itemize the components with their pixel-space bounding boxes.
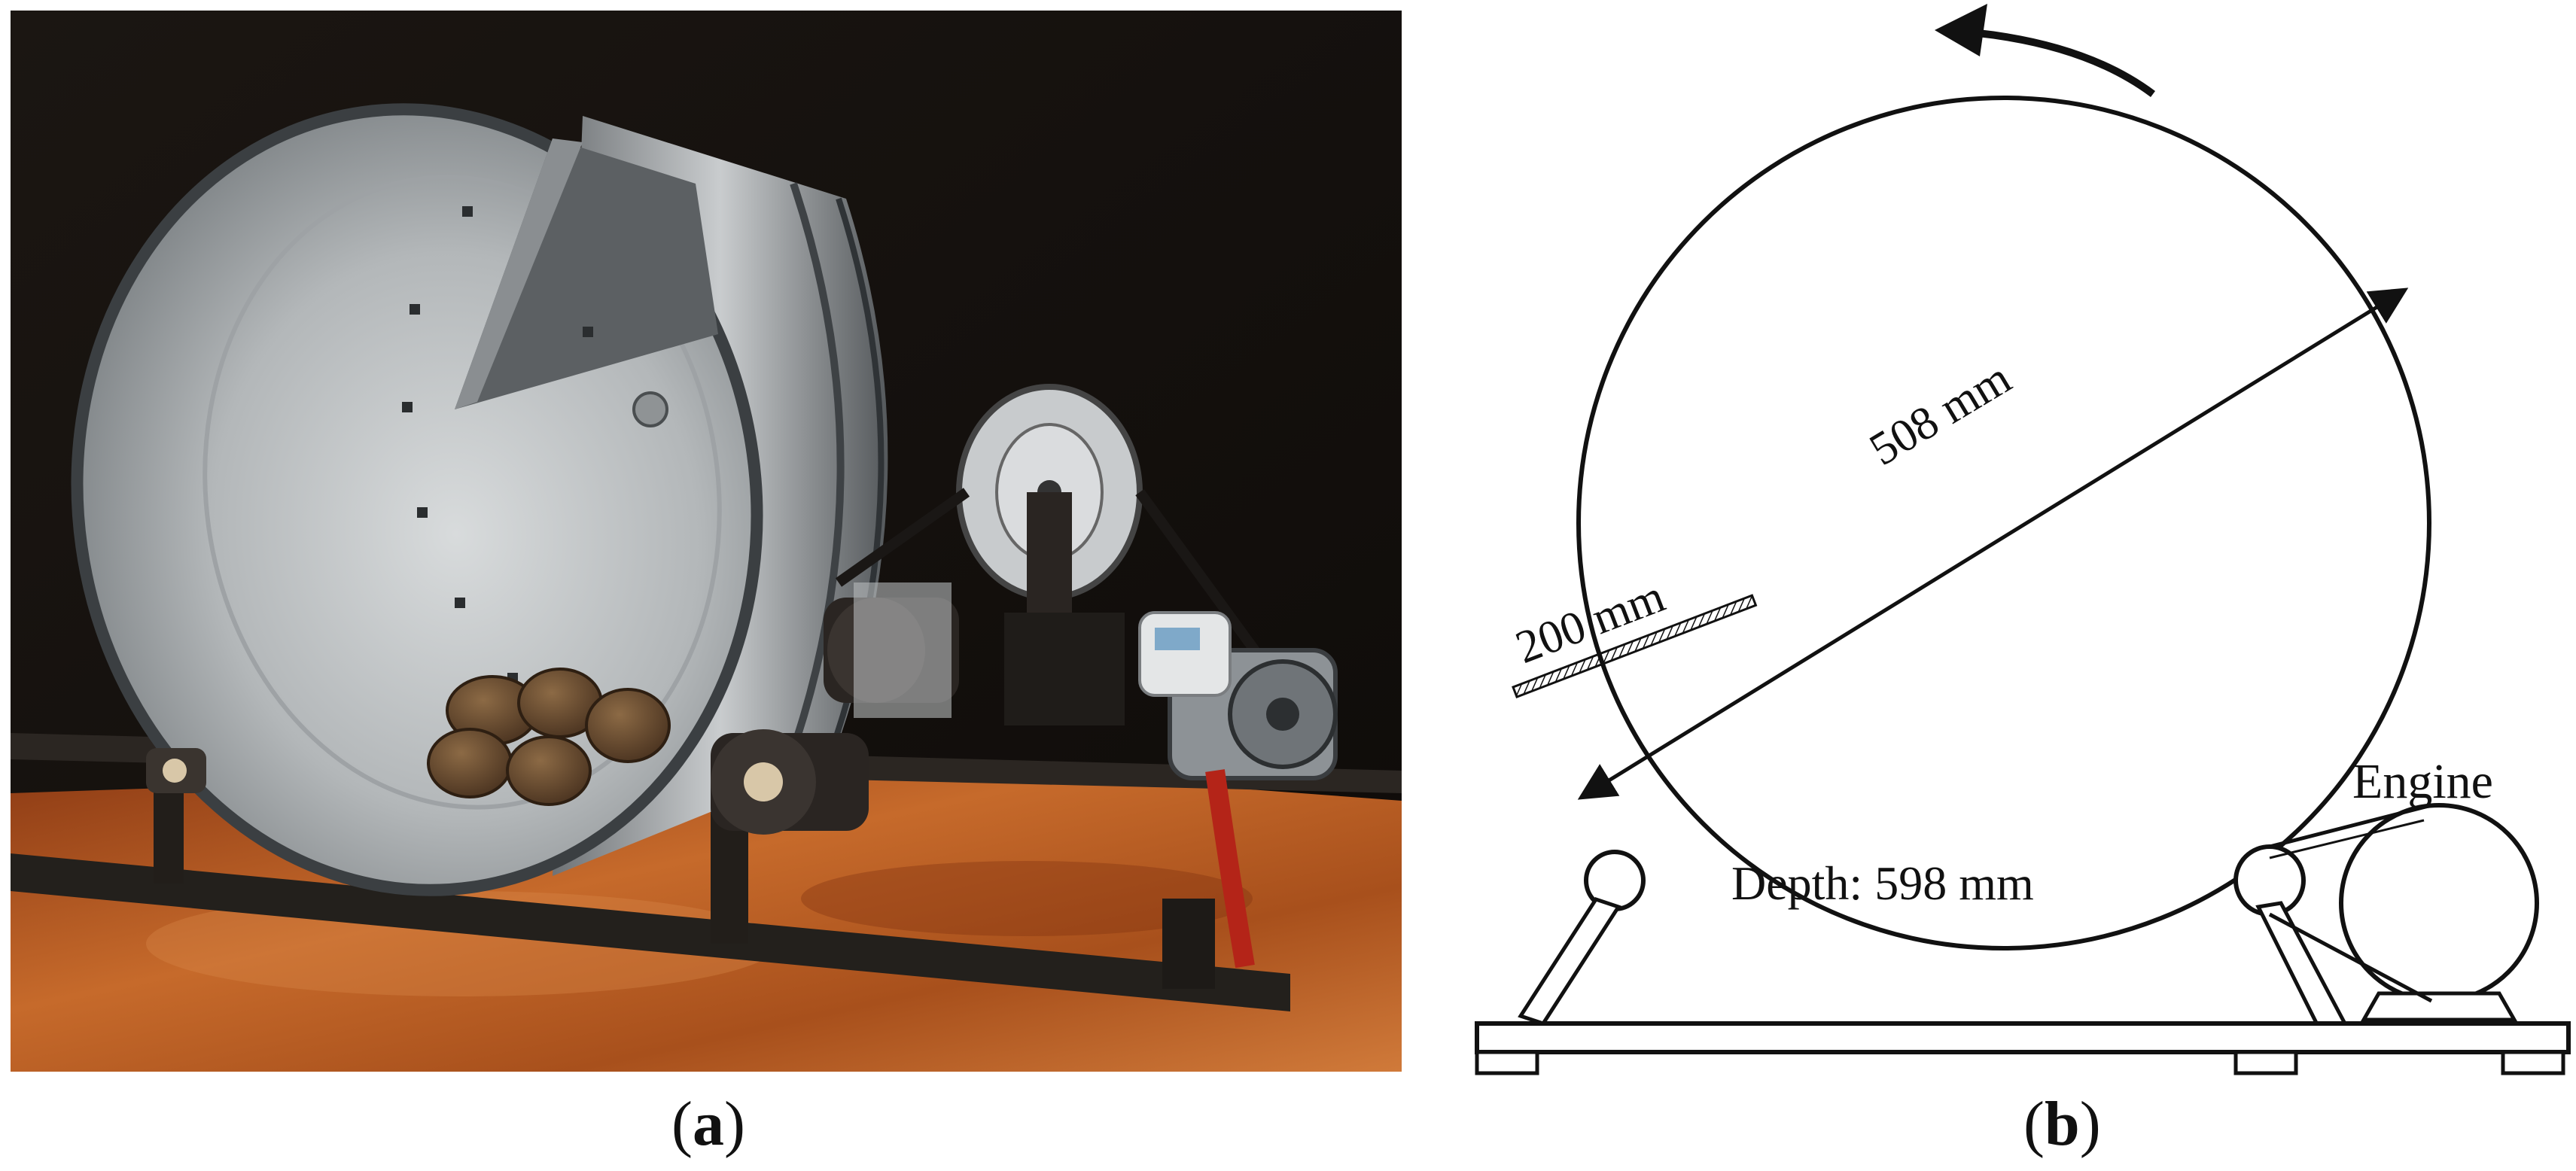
- belt-bottom: [2268, 912, 2433, 1003]
- belt-pulley: [956, 384, 1143, 725]
- drum-photo: [11, 11, 1402, 1072]
- drum-outline: [1576, 96, 2431, 950]
- caption-b: (b): [2023, 1089, 2101, 1159]
- frame-post-right: [1162, 899, 1215, 989]
- caption-a: (a): [671, 1089, 745, 1159]
- briquettes: [427, 668, 671, 806]
- base-foot-left: [1475, 1050, 1539, 1075]
- diameter-line: [1577, 287, 2409, 800]
- base-foot-right: [2501, 1050, 2565, 1075]
- support-roller-left: [146, 748, 206, 793]
- slot-dimension-bar: [1512, 594, 1758, 699]
- diameter-label: 508 mm: [1861, 352, 2020, 476]
- engine-mount: [2360, 991, 2518, 1022]
- drive-belt: [835, 488, 1265, 662]
- belt-top-inner: [2269, 819, 2425, 859]
- drum-schematic: 508 mm 200 mm Depth: 598 mm Engine: [1475, 4, 2571, 1075]
- depth-label: Depth: 598 mm: [1731, 856, 2034, 910]
- belt-top: [2269, 803, 2432, 849]
- electric-motor: [1138, 611, 1338, 780]
- engine-body: [2339, 803, 2539, 1003]
- engine-label: Engine: [2352, 754, 2493, 809]
- support-roller-rear: [824, 582, 959, 718]
- rotation-arrowhead: [1935, 4, 1987, 56]
- power-cable: [1205, 769, 1255, 969]
- base-foot-middle: [2233, 1050, 2298, 1075]
- support-roller-front: [711, 729, 869, 835]
- strut-left: [1518, 897, 1621, 1026]
- rim-bolts: [402, 206, 593, 683]
- caption-b-letter: b: [2044, 1089, 2080, 1159]
- lifting-fin: [455, 138, 718, 409]
- frame-rail-front: [11, 853, 1290, 1011]
- strut-right: [2255, 901, 2348, 1030]
- caption-a-letter: a: [692, 1089, 724, 1159]
- base-plate: [1475, 1021, 2571, 1054]
